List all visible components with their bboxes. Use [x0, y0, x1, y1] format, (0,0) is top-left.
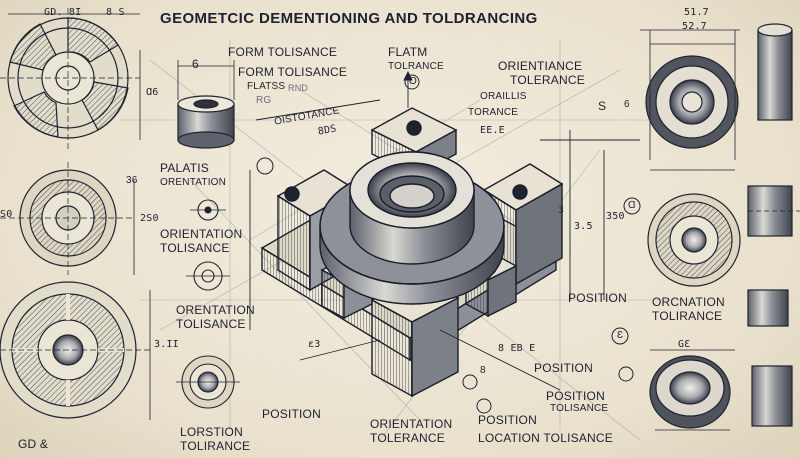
dim-e: Ɛ: [617, 330, 624, 341]
label-tolirance-left: TOLIRANCE: [180, 439, 251, 453]
dim-a: Ɑ: [628, 200, 636, 211]
label-location-tolisance: LOCATION TOLISANCE: [478, 431, 613, 445]
label-form-tolisance-2: FORM TOLISANCE: [238, 65, 348, 79]
dim-top-left: GD. 8I: [44, 7, 82, 18]
dim-e3: ε3: [308, 339, 321, 350]
dim-eee: EE.E: [480, 125, 505, 136]
label-tolisance-mid: TOLISANCE: [550, 403, 609, 414]
dim-3ii: 3.II: [154, 339, 179, 350]
label-position-bottom: POSITION: [478, 413, 537, 427]
dim-51: 51.7: [684, 7, 709, 18]
dim-s0-left: S0: [0, 209, 13, 220]
left-wheel-top: [0, 8, 140, 150]
label-orentation: ORENTATION: [160, 177, 227, 188]
dim-6a: 6: [624, 99, 630, 110]
label-tolrance: TOLRANCE: [388, 61, 444, 72]
label-flatm: FLATM: [388, 45, 428, 59]
dim-36: 36: [126, 175, 138, 186]
dim-i: O: [409, 76, 417, 87]
callout-circles: [256, 74, 641, 414]
right-wheel-top: [640, 29, 740, 171]
label-orientiance: ORIENTIANCE: [498, 59, 583, 73]
small-cylinder: [177, 60, 235, 149]
dim-bd: Ɑ6: [146, 87, 159, 98]
label-oraillis: ORAILLIS: [480, 91, 527, 102]
orientation-symbols: [176, 199, 240, 409]
dim-ge: GƐ: [678, 339, 691, 350]
dim-52: 52.7: [682, 21, 707, 32]
dim-6: 6: [192, 57, 199, 71]
right-edge-cylinders: [747, 23, 800, 427]
label-orenation: ORCNATION: [652, 295, 725, 309]
dim-350: 350: [606, 211, 625, 222]
label-position-mid: POSITION: [534, 361, 593, 375]
dim-ebe: 8 EB E: [498, 343, 536, 354]
label-torance: TORANCE: [468, 107, 519, 118]
dim-s: S: [598, 99, 607, 113]
right-wheel-middle: [647, 193, 741, 287]
dim-35: 3.5: [574, 221, 593, 232]
dim-top-left-2: 8 S: [106, 7, 125, 18]
label-rnd: RND: [288, 83, 309, 93]
label-tolerance-bottom: TOLERANCE: [370, 431, 445, 445]
dim-rg: RG: [256, 95, 272, 106]
left-wheel-middle: [0, 162, 135, 275]
dim-b: 8: [480, 365, 486, 376]
dim-3: 3: [558, 205, 565, 216]
label-flatss: FLATSS: [247, 81, 286, 92]
label-position-left: POSITION: [262, 407, 321, 421]
label-orentation-2: ORENTATION: [176, 303, 255, 317]
label-palatis: PALATIS: [160, 161, 209, 175]
label-tolisance-2: TOLISANCE: [176, 317, 246, 331]
label-tolerance-top: TOLERANCE: [510, 73, 585, 87]
label-tolisance-1: TOLISANCE: [160, 241, 230, 255]
label-form-tolisance-1: FORM TOLISANCE: [228, 45, 338, 59]
left-wheel-bottom: [0, 281, 150, 419]
label-tolirance-right: TOLIRANCE: [652, 309, 723, 323]
drawing-title: GEOMETCIC DEMENTIONING AND TOLDRANCING: [160, 10, 538, 27]
label-lorstion: LORSTION: [180, 425, 243, 439]
dim-250: 2S0: [140, 213, 159, 224]
label-orientation-bottom: ORIENTATION: [370, 417, 453, 431]
label-gd-and: GD &: [18, 437, 49, 451]
label-position-mid2: POSITION: [546, 389, 605, 403]
label-position-right: POSITION: [568, 291, 627, 305]
right-wheel-bottom: [649, 349, 735, 431]
main-isometric-part: [260, 107, 564, 398]
label-orientation-tolisance: ORIENTATION: [160, 227, 243, 241]
